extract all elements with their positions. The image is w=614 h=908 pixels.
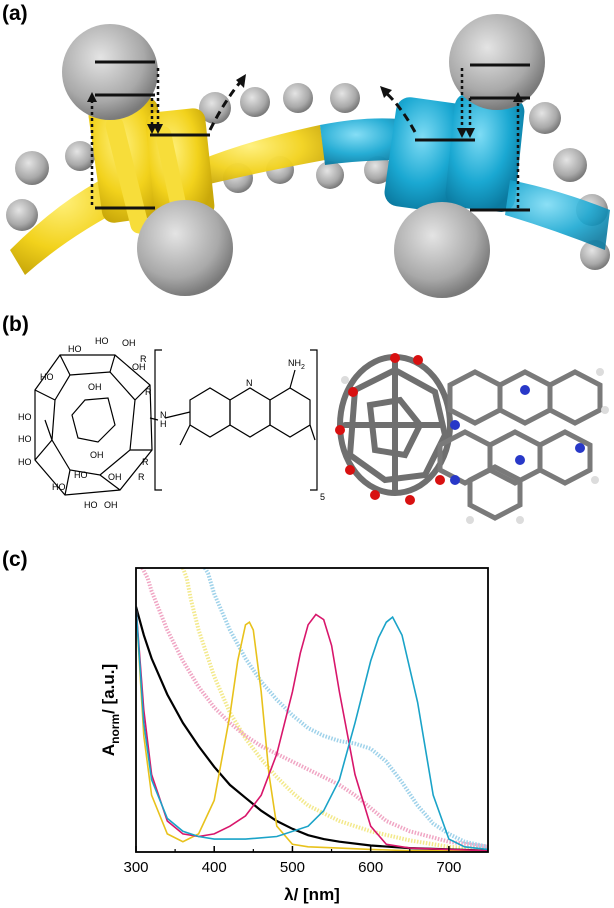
y-axis-title: Anorm/ [a.u.] [99,664,122,756]
panel-label-b: (b) [2,313,29,336]
r-label: R [140,354,147,364]
ho-label: HO [95,336,109,346]
series-line-2 [136,606,488,852]
panel-label-a: (a) [2,2,28,25]
fullerenol-structure [34,354,159,496]
ho-label: HO [18,434,32,444]
oh-label: OH [122,338,136,348]
cyan-dye-stack [320,93,610,250]
oh-label: OH [88,382,102,392]
repeat-subscript: 5 [320,492,325,502]
ho-label: HO [40,372,54,382]
plot-frame [135,567,489,853]
ho-label: HO [84,500,98,510]
series-line-5 [140,568,488,849]
series-line-6 [203,568,488,849]
transfer-arrows [90,68,520,208]
yellow-dye-stack [10,97,325,275]
oh-label: OH [132,362,146,372]
ring-n-label: N [246,378,253,388]
x-axis-ticks: 300 400 500 600 700 [123,846,461,876]
oh-label: OH [90,450,104,460]
x-tick-label: 500 [280,859,305,876]
series-line-3 [136,606,488,851]
ho-label: HO [18,457,32,467]
molecular-model [335,353,609,524]
absorption-chart: 300 400 500 600 700 λ/ [nm] Anorm/ [a.u.] [99,567,489,904]
x-axis-title: λ/ [nm] [284,885,340,904]
chart-series [136,568,488,852]
series-line-4 [181,568,488,852]
amine-n-label: N [160,410,167,420]
series-line-0 [136,606,488,852]
ho-label: HO [18,412,32,422]
oh-label: OH [104,500,118,510]
oh-label: OH [108,472,122,482]
x-tick-label: 300 [123,859,148,876]
r-label: R [142,457,149,467]
ho-label: HO [74,470,88,480]
nh2-label: NH2 [288,358,305,371]
r-label: R [145,387,152,397]
assembly-rendering [6,14,610,298]
ho-label: HO [52,482,66,492]
fullerenol-labels: HO HO OH HO OH HO HO OH HO OH HO HO OH H… [18,336,152,510]
acridine-structure [154,349,318,491]
chemical-structure-figure: HO HO OH HO OH HO HO OH HO OH HO HO OH H… [18,336,609,524]
series-line-1 [136,606,488,852]
energy-level-lines [95,60,530,212]
x-tick-label: 700 [436,859,461,876]
panel-label-c: (c) [2,548,28,571]
x-tick-label: 600 [358,859,383,876]
ho-label: HO [68,344,82,354]
arrow-heads [87,74,523,138]
amine-h-label: H [160,419,167,429]
x-tick-label: 400 [202,859,227,876]
r-label: R [138,472,145,482]
